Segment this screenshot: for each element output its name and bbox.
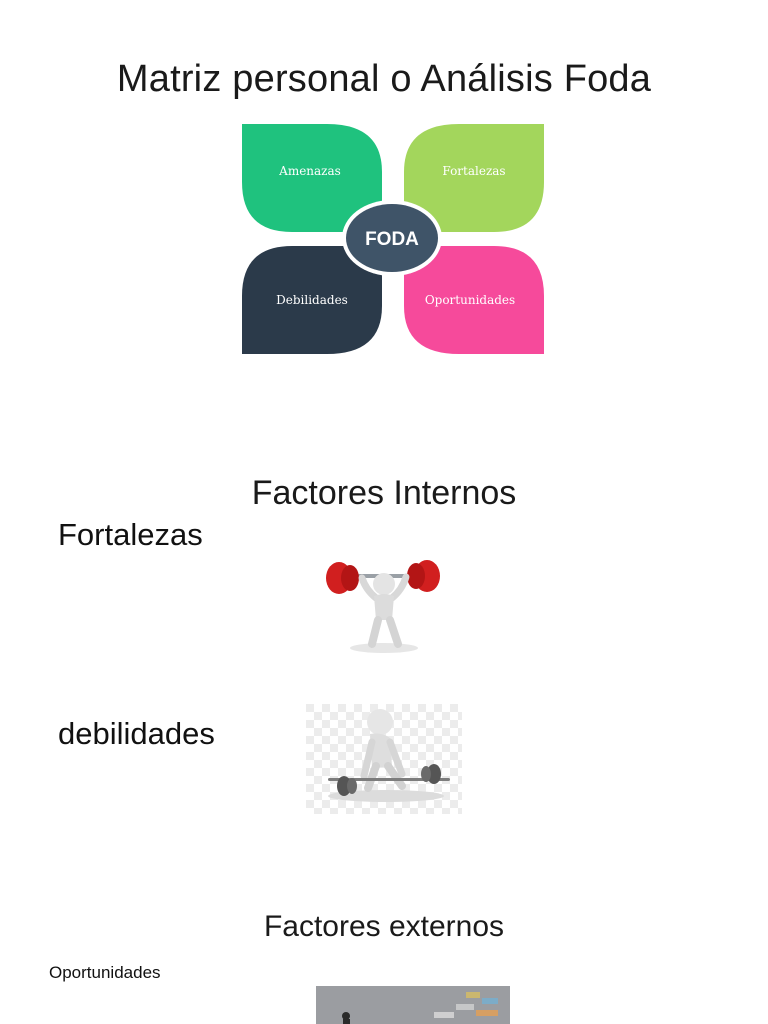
strong-weightlifter-image: [322, 560, 444, 658]
strengths-label: Fortalezas: [58, 517, 203, 552]
petal-label-oportunidades: Oportunidades: [425, 293, 515, 307]
petal-label-debilidades: Debilidades: [276, 293, 348, 307]
petal-label-amenazas: Amenazas: [278, 164, 341, 178]
petal-oportunidades: [404, 246, 544, 354]
foda-diagram-graphic: Amenazas Fortalezas Debilidades Oportuni…: [242, 124, 544, 354]
page-title: Matriz personal o Análisis Foda: [116, 58, 652, 100]
internal-factors-heading: Factores Internos: [251, 474, 517, 512]
opportunities-image: [316, 986, 510, 1024]
weak-weightlifter-image: [306, 704, 462, 814]
petal-debilidades: [242, 246, 382, 354]
foda-center-disc: [346, 204, 438, 272]
petal-amenazas: [242, 124, 382, 232]
weaknesses-label: debilidades: [58, 716, 215, 751]
opportunities-label: Oportunidades: [49, 963, 161, 982]
petal-fortalezas: [404, 124, 544, 232]
petal-label-fortalezas: Fortalezas: [442, 164, 505, 178]
foda-diagram: Amenazas Fortalezas Debilidades Oportuni…: [242, 124, 544, 354]
foda-center-label: FODA: [365, 229, 419, 250]
external-factors-heading: Factores externos: [263, 910, 505, 943]
